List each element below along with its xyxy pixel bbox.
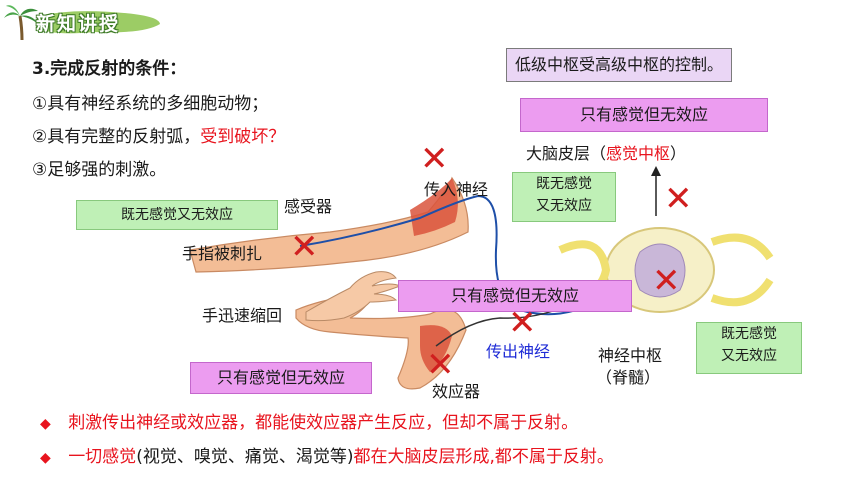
upper-arm-muscle: [410, 178, 458, 236]
x-mark-efferent: ✕: [508, 303, 537, 343]
cortex-arrow-head: [651, 166, 661, 176]
header-brush-bg: [36, 11, 160, 34]
spinal-cord-label: （脊髓）: [596, 368, 661, 387]
center-result-box: 既无感觉 又无效应: [696, 322, 802, 374]
palm-tree-icon: [4, 5, 38, 41]
condition-item-2-highlight: 受到破坏？: [200, 127, 286, 147]
brain-result-box: 只有感觉但无效应: [520, 98, 768, 132]
afferent-label: 传入神经: [424, 180, 489, 199]
efferent-label: 传出神经: [486, 342, 551, 361]
nerve-center-label: 神经中枢: [598, 346, 663, 365]
receptor-label: 感受器: [284, 197, 333, 216]
x-mark-effector: ✕: [426, 345, 455, 385]
center-result-line1: 既无感觉: [721, 326, 777, 342]
diamond-bullet-icon: ◆: [40, 450, 51, 466]
conditions-title: 3.完成反射的条件：: [32, 59, 187, 79]
cortex-label-highlight: 感觉中枢: [606, 144, 671, 163]
header-title: 新知讲授: [36, 13, 121, 35]
right-nerve-root: [710, 233, 774, 307]
x-mark-receptor: ✕: [290, 227, 319, 267]
spinal-gray-matter: [634, 243, 686, 298]
center-result-line2: 又无效应: [721, 348, 777, 364]
footer-statement-2: ◆ 一切感觉(视觉、嗅觉、痛觉、渴觉等)都在大脑皮层形成,都不属于反射。: [40, 442, 614, 467]
footer-statement-2-paren: (视觉、嗅觉、痛觉、渴觉等): [136, 447, 354, 467]
footer-statement-2-prefix: 一切感觉: [68, 447, 137, 467]
cortex-label: 大脑皮层（感觉中枢）: [526, 140, 686, 164]
effector-label: 效应器: [432, 382, 481, 401]
x-mark-afferent: ✕: [420, 139, 449, 179]
bottom-result-box: 只有感觉但无效应: [190, 362, 372, 394]
condition-item-3: ③足够强的刺激。: [32, 160, 167, 180]
cortex-label-prefix: 大脑皮层（: [526, 144, 607, 163]
afferent-result-line2: 又无效应: [536, 198, 592, 214]
x-mark-center: ✕: [652, 261, 681, 301]
receptor-result-box: 既无感觉又无效应: [76, 200, 278, 230]
hand-shape: [305, 271, 402, 322]
lower-arm-muscle: [420, 325, 452, 372]
upper-arm: [189, 176, 469, 273]
afferent-result-line1: 既无感觉: [536, 176, 592, 192]
control-note: 低级中枢受高级中枢的控制。: [506, 48, 733, 82]
footer-statement-2-suffix: 都在大脑皮层形成,都不属于反射。: [353, 447, 614, 467]
hand-withdraw-label: 手迅速缩回: [202, 306, 283, 325]
footer-statement-1: ◆ 刺激传出神经或效应器，都能使效应器产生反应，但却不属于反射。: [40, 408, 578, 433]
diamond-bullet-icon: ◆: [40, 416, 51, 432]
finger-prick-label: 手指被刺扎: [182, 244, 263, 263]
cortex-label-suffix: ）: [670, 144, 687, 163]
middle-result-box: 只有感觉但无效应: [398, 280, 632, 312]
afferent-result-box: 既无感觉 又无效应: [512, 172, 616, 222]
condition-item-2: ②具有完整的反射弧，受到破坏？: [32, 122, 285, 147]
footer-statement-1-text: 刺激传出神经或效应器，都能使效应器产生反应，但却不属于反射。: [68, 413, 579, 433]
x-mark-cortex: ✕: [664, 179, 693, 219]
condition-item-1: ①具有神经系统的多细胞动物；: [32, 94, 269, 114]
section-header: 新知讲授: [4, 5, 160, 41]
condition-item-2-text: ②具有完整的反射弧，: [32, 127, 201, 147]
